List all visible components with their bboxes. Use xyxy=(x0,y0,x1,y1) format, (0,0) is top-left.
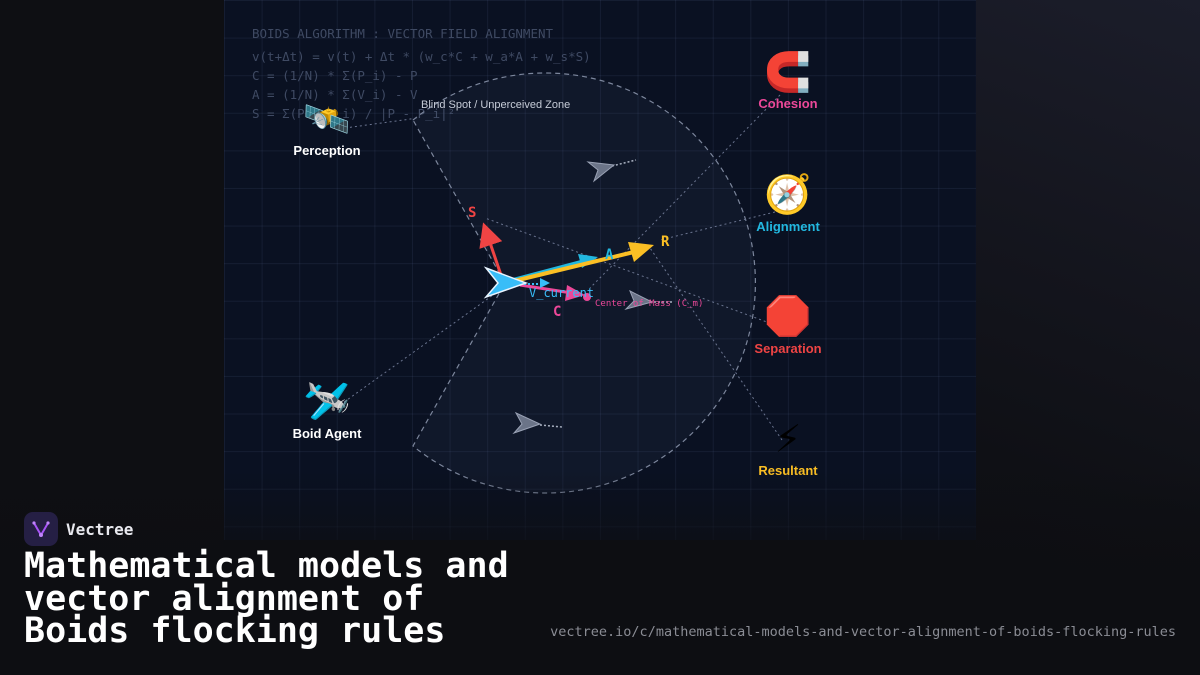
page-title-line: Boids flocking rules xyxy=(24,611,446,651)
separation-vector-label: S xyxy=(468,205,476,221)
blind-spot-label: Blind Spot / Unperceived Zone xyxy=(421,99,570,111)
cohesion-vector xyxy=(519,283,591,301)
page-title: Mathematical models and vector alignment… xyxy=(24,546,584,651)
magnet-icon: 🧲 xyxy=(764,50,812,94)
brand-name: Vectree xyxy=(66,519,134,539)
separation-label: Separation xyxy=(754,341,822,356)
separation-vector xyxy=(479,222,504,279)
current-velocity-vector xyxy=(520,278,550,288)
source-url-link[interactable]: vectree.io/c/mathematical-models-and-vec… xyxy=(550,624,1176,640)
separation-connector xyxy=(484,217,776,326)
formula-cohesion: C = (1/N) * Σ(P_i) - P xyxy=(252,68,418,83)
perception-field-sector xyxy=(412,72,756,494)
formula-title: BOIDS ALGORITHM : VECTOR FIELD ALIGNMENT xyxy=(252,26,554,41)
resultant-vector xyxy=(509,242,654,284)
vectree-logo-icon xyxy=(24,512,58,546)
bottom-gradient-overlay xyxy=(0,470,1200,675)
main-boid xyxy=(483,266,529,299)
alignment-vector-label: A xyxy=(605,247,614,263)
formula-update-rule: v(t+Δt) = v(t) + Δt * (w_c*C + w_a*A + w… xyxy=(252,49,591,64)
page-title-line: vector alignment of xyxy=(24,578,425,619)
stop-sign-icon: 🛑 xyxy=(764,294,812,338)
airplane-icon: 🛩️ xyxy=(303,379,351,423)
boid-agent-label: Boid Agent xyxy=(292,426,362,441)
satellite-antenna-icon: 🛰️ xyxy=(303,97,351,141)
neighbor-boid xyxy=(512,411,563,435)
neighbor-boid xyxy=(586,159,637,183)
neighbor-boid xyxy=(624,289,672,310)
perception-label: Perception xyxy=(293,143,361,158)
center-of-mass-label: Center of Mass (C_m) xyxy=(595,299,703,309)
lightning-icon: ⚡ xyxy=(774,417,802,461)
cohesion-label: Cohesion xyxy=(758,96,818,111)
cohesion-vector-label: C xyxy=(553,304,561,320)
resultant-connector xyxy=(649,247,783,441)
formula-separation: S = Σ(P - P_i) / |P - P_i|² xyxy=(252,106,456,121)
brand[interactable]: Vectree xyxy=(24,512,133,546)
alignment-label: Alignment xyxy=(756,219,820,234)
page-title-line: Mathematical models and xyxy=(24,546,509,586)
compass-icon: 🧭 xyxy=(764,172,812,216)
current-velocity-label: V_current xyxy=(529,286,594,300)
resultant-vector-label: R xyxy=(661,234,670,250)
perception-connector xyxy=(344,117,419,129)
diagram-grid-panel xyxy=(224,0,976,540)
formula-alignment: A = (1/N) * Σ(V_i) - V xyxy=(252,87,418,102)
